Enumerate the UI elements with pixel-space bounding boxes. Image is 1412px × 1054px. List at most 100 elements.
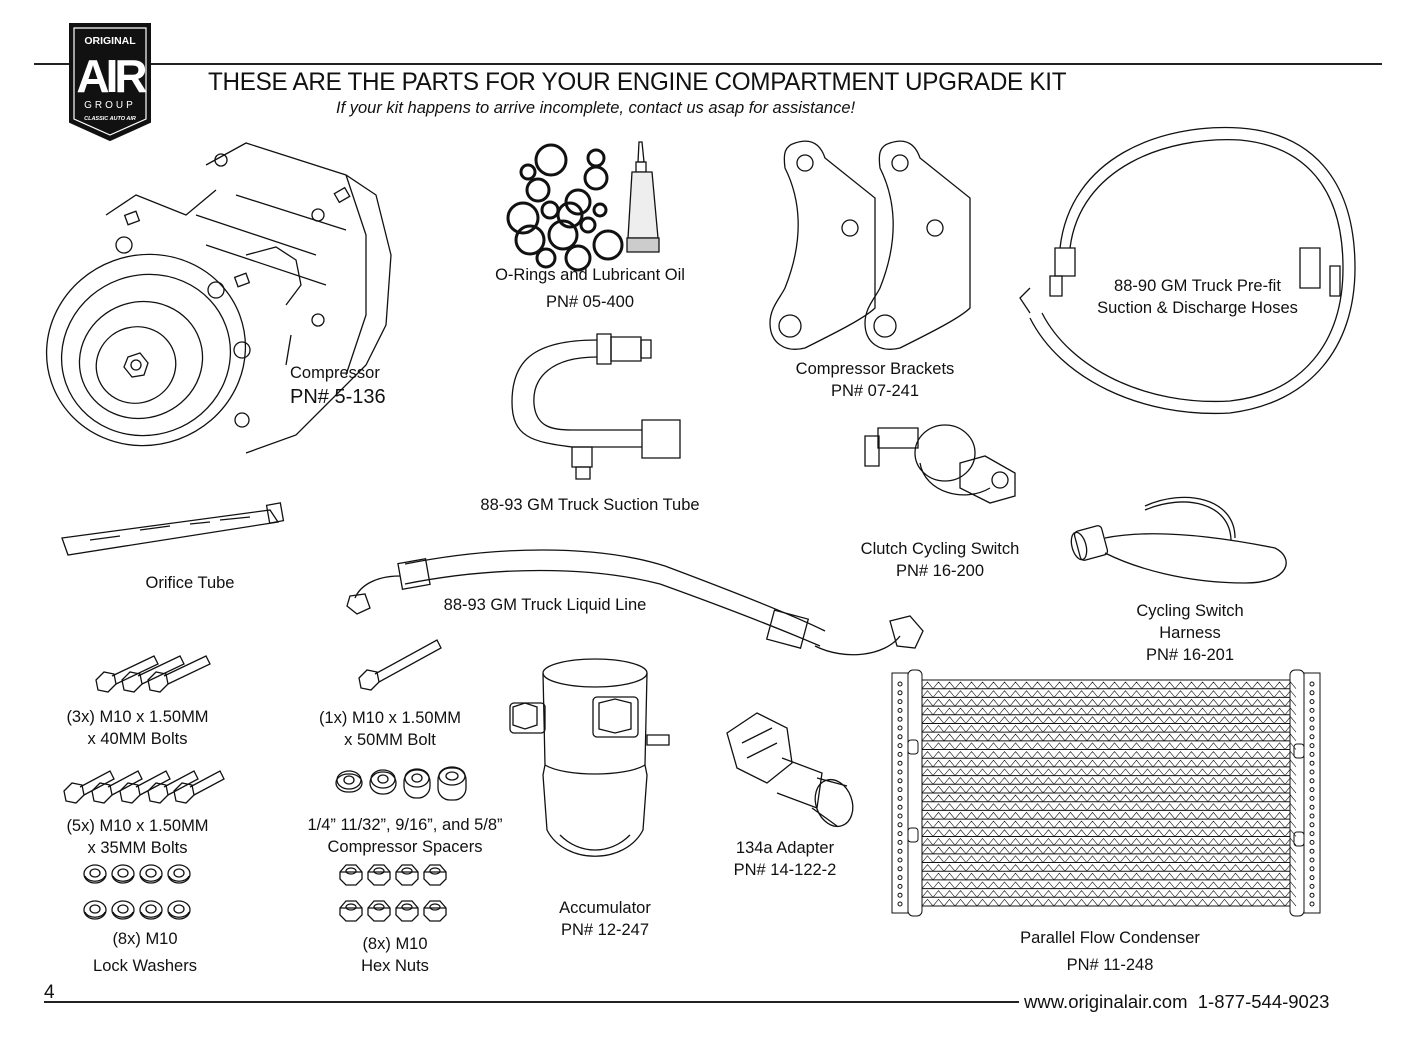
mounting-hole xyxy=(1310,700,1314,704)
mounting-hole xyxy=(898,893,902,897)
condenser-fin-row xyxy=(922,795,1296,802)
mounting-hole xyxy=(898,717,902,721)
hex-nuts-illustration xyxy=(339,864,447,922)
condenser-fin-row xyxy=(922,830,1296,837)
compressor-brackets-label: Compressor Brackets PN# 07-241 xyxy=(795,360,955,400)
mounting-hole xyxy=(898,770,902,774)
50mm-bolt-illustration xyxy=(355,636,450,696)
mounting-hole xyxy=(898,867,902,871)
40mm-bolts-illustration xyxy=(92,648,212,698)
mounting-hole xyxy=(898,876,902,880)
mounting-hole xyxy=(898,884,902,888)
mounting-hole xyxy=(1310,726,1314,730)
mounting-hole xyxy=(1310,876,1314,880)
clutch-cycling-switch-illustration xyxy=(860,418,1025,518)
mounting-hole xyxy=(1310,682,1314,686)
condenser-label: Parallel Flow Condenser PN# 11-248 xyxy=(1020,929,1200,974)
condenser-fin-row xyxy=(922,743,1296,750)
mounting-hole xyxy=(898,796,902,800)
hex-nuts-label: (8x) M10 Hex Nuts xyxy=(361,935,429,975)
condenser-fin-row xyxy=(922,838,1296,845)
compressor-illustration xyxy=(46,135,396,455)
50mm-bolt-label: (1x) M10 x 1.50MM x 50MM Bolt xyxy=(318,709,462,749)
condenser-fin-row xyxy=(922,691,1296,698)
134a-adapter-illustration xyxy=(722,708,862,833)
mounting-hole xyxy=(898,735,902,739)
mounting-hole xyxy=(898,779,902,783)
mounting-hole xyxy=(1310,744,1314,748)
lock-washers-label: (8x) M10 Lock Washers xyxy=(93,930,197,975)
mounting-hole xyxy=(1310,761,1314,765)
compressor-spacers-label: 1/4” 11/32”, 9/16”, and 5/8” Compressor … xyxy=(307,816,503,856)
condenser-fin-row xyxy=(922,891,1296,898)
mounting-hole xyxy=(1310,867,1314,871)
compressor-spacers-illustration xyxy=(334,766,470,802)
svg-text:ORIGINAL: ORIGINAL xyxy=(84,35,136,47)
mounting-hole xyxy=(1310,788,1314,792)
134a-adapter-label: 134a Adapter PN# 14-122-2 xyxy=(733,839,837,879)
condenser-fin-row xyxy=(922,873,1296,880)
40mm-bolts-label: (3x) M10 x 1.50MM x 40MM Bolts xyxy=(66,708,209,748)
svg-text:CLASSIC AUTO AIR: CLASSIC AUTO AIR xyxy=(84,116,136,122)
condenser-fin-row xyxy=(922,804,1296,811)
suction-discharge-hoses-illustration xyxy=(1010,118,1370,418)
lock-washers-illustration xyxy=(83,864,191,920)
footer-contact: www.originalair.com 1-877-544-9023 xyxy=(1024,991,1329,1013)
mounting-hole xyxy=(898,832,902,836)
mounting-hole xyxy=(898,814,902,818)
orifice-tube-label: Orifice Tube xyxy=(145,574,235,592)
mounting-hole xyxy=(898,805,902,809)
mounting-hole xyxy=(1310,849,1314,853)
hoses-label: 88-90 GM Truck Pre-fit Suction & Dischar… xyxy=(1097,277,1298,317)
compressor-label: Compressor PN# 5-136 xyxy=(290,364,386,408)
orifice-tube-illustration xyxy=(60,500,285,560)
accumulator-illustration xyxy=(505,655,680,870)
mounting-hole xyxy=(1310,858,1314,862)
page-subtitle: If your kit happens to arrive incomplete… xyxy=(336,99,856,117)
mounting-hole xyxy=(1310,840,1314,844)
lubricant-tube-illustration xyxy=(624,140,664,260)
cycling-switch-harness-label: Cycling Switch Harness PN# 16-201 xyxy=(1136,602,1244,664)
condenser-fin-row xyxy=(922,882,1296,889)
mounting-hole xyxy=(1310,708,1314,712)
condenser-fin-row xyxy=(922,717,1296,724)
condenser-fin-row xyxy=(922,821,1296,828)
mounting-hole xyxy=(1310,832,1314,836)
website-link[interactable]: www.originalair.com xyxy=(1024,991,1188,1012)
condenser-fin-row xyxy=(922,725,1296,732)
mounting-hole xyxy=(1310,884,1314,888)
35mm-bolts-label: (5x) M10 x 1.50MM x 35MM Bolts xyxy=(66,817,209,857)
mounting-hole xyxy=(898,902,902,906)
mounting-hole xyxy=(898,840,902,844)
condenser-fin-row xyxy=(922,682,1296,689)
condenser-fin-row xyxy=(922,856,1296,863)
liquid-line-label: 88-93 GM Truck Liquid Line xyxy=(443,596,647,614)
mounting-hole xyxy=(1310,752,1314,756)
mounting-hole xyxy=(1310,770,1314,774)
original-air-group-logo: ORIGINAL AIR GROUP CLASSIC AUTO AIR xyxy=(66,22,154,142)
mounting-hole xyxy=(898,708,902,712)
cycling-switch-harness-illustration xyxy=(1065,488,1295,598)
mounting-hole xyxy=(898,849,902,853)
header-rule xyxy=(34,63,1382,65)
mounting-hole xyxy=(898,700,902,704)
accumulator-label: Accumulator PN# 12-247 xyxy=(559,899,651,939)
mounting-hole xyxy=(898,788,902,792)
condenser-fin-row xyxy=(922,865,1296,872)
page-number: 4 xyxy=(44,982,55,1003)
o-rings-label: O-Rings and Lubricant Oil PN# 05-400 xyxy=(495,266,685,311)
clutch-cycling-switch-label: Clutch Cycling Switch PN# 16-200 xyxy=(860,540,1020,580)
liquid-line-illustration xyxy=(345,536,945,666)
mounting-hole xyxy=(1310,735,1314,739)
condenser-fin-row xyxy=(922,786,1296,793)
mounting-hole xyxy=(1310,691,1314,695)
footer-rule xyxy=(44,1001,1019,1003)
mounting-hole xyxy=(1310,814,1314,818)
mounting-hole xyxy=(898,752,902,756)
o-rings-illustration xyxy=(508,140,623,260)
condenser-fin-row xyxy=(922,708,1296,715)
mounting-hole xyxy=(898,726,902,730)
condenser-fin-row xyxy=(922,760,1296,767)
mounting-hole xyxy=(1310,823,1314,827)
condenser-fin-row xyxy=(922,812,1296,819)
